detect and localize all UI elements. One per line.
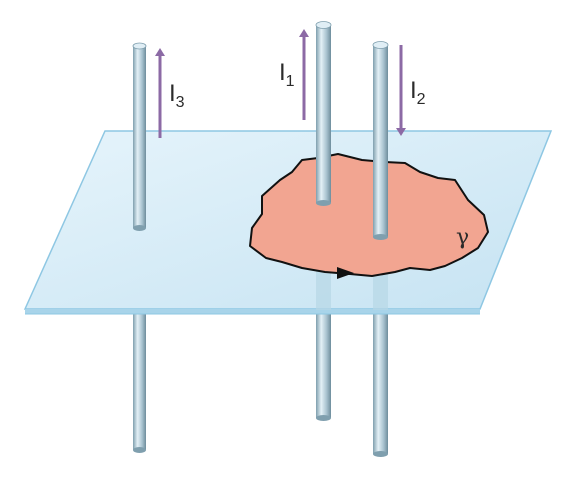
label-i3: I3	[169, 80, 185, 111]
wire-lower-i1	[316, 308, 331, 421]
label-i2: I2	[410, 77, 426, 108]
wire-lower-i2	[373, 308, 388, 457]
label-i1: I1	[279, 59, 295, 90]
wire-upper-i1	[315, 21, 332, 206]
label-gamma: γ	[456, 225, 469, 250]
wire-upper-i2	[372, 41, 389, 240]
loop-direction-arrow-icon	[337, 267, 354, 279]
loop-gamma	[249, 153, 489, 277]
wire-through-plane-i1	[316, 270, 331, 310]
wire-through-plane-i2	[373, 270, 388, 310]
wire-upper-i3	[132, 42, 147, 231]
wire-lower-i3	[133, 308, 146, 453]
